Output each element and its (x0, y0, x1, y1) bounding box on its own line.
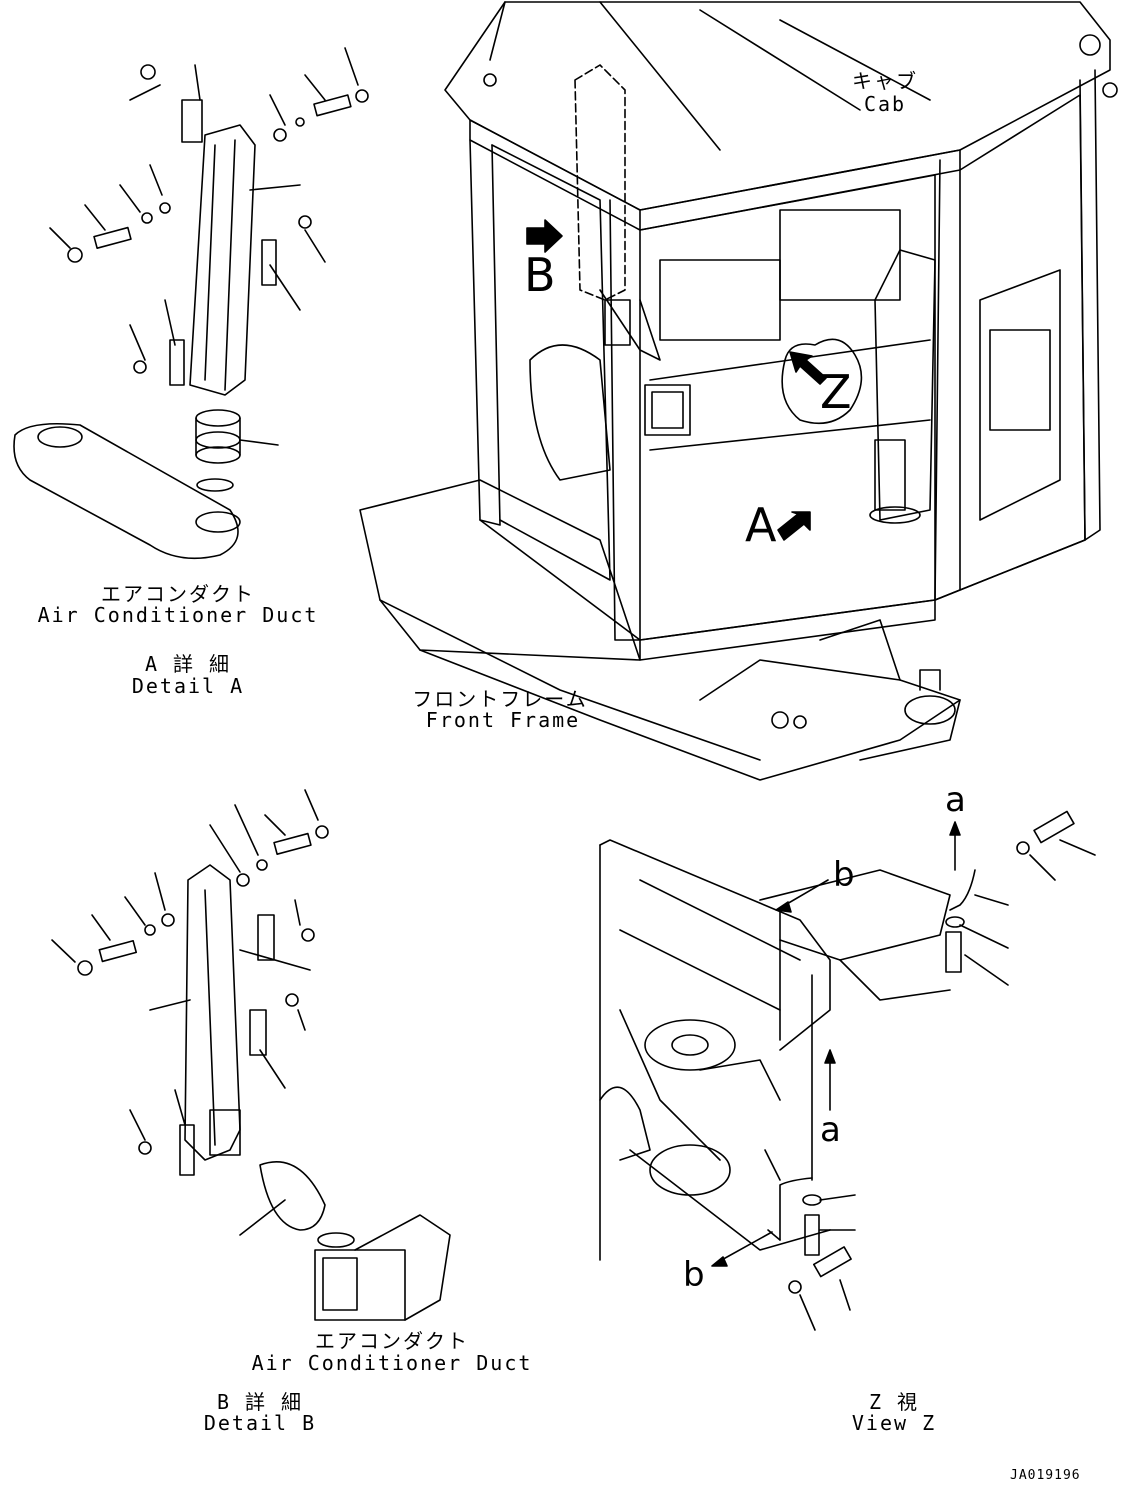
callout-a-lower: a (820, 1110, 841, 1150)
duct-b-label-jp: エアコンダクト (315, 1329, 469, 1353)
detail-b-drawing (52, 790, 450, 1320)
detail-a-label-jp: A 詳 細 (144, 652, 232, 676)
detail-a-drawing (14, 48, 368, 558)
cab-label-jp: キャブ (852, 69, 918, 93)
drawing-number: JA019196 (1010, 1468, 1081, 1483)
view-z-drawing (600, 811, 1095, 1330)
duct-b-label-en: Air Conditioner Duct (251, 1351, 533, 1375)
cab-assembly-drawing (360, 2, 1117, 780)
callout-b-large: B (524, 248, 556, 302)
detail-b-label-jp: B 詳 細 (216, 1390, 304, 1414)
duct-a-label-en: Air Conditioner Duct (37, 603, 319, 627)
view-z-label-jp: Z 視 (868, 1390, 920, 1414)
view-z-label-en: View Z (851, 1411, 937, 1435)
detail-b-label-en: Detail B (203, 1411, 317, 1435)
callout-z-large: Z (820, 365, 852, 419)
callout-a-upper: a (945, 780, 966, 820)
detail-a-label-en: Detail A (131, 674, 245, 698)
view-arrows (527, 220, 826, 540)
callout-b-upper: b (833, 855, 855, 895)
cab-label-en: Cab (863, 92, 907, 116)
duct-a-label-jp: エアコンダクト (101, 582, 255, 606)
front-frame-label-jp: フロントフレーム (412, 687, 588, 711)
callout-b-lower: b (683, 1255, 705, 1295)
callout-a-large: A (745, 498, 777, 552)
front-frame-label-en: Front Frame (425, 708, 581, 732)
